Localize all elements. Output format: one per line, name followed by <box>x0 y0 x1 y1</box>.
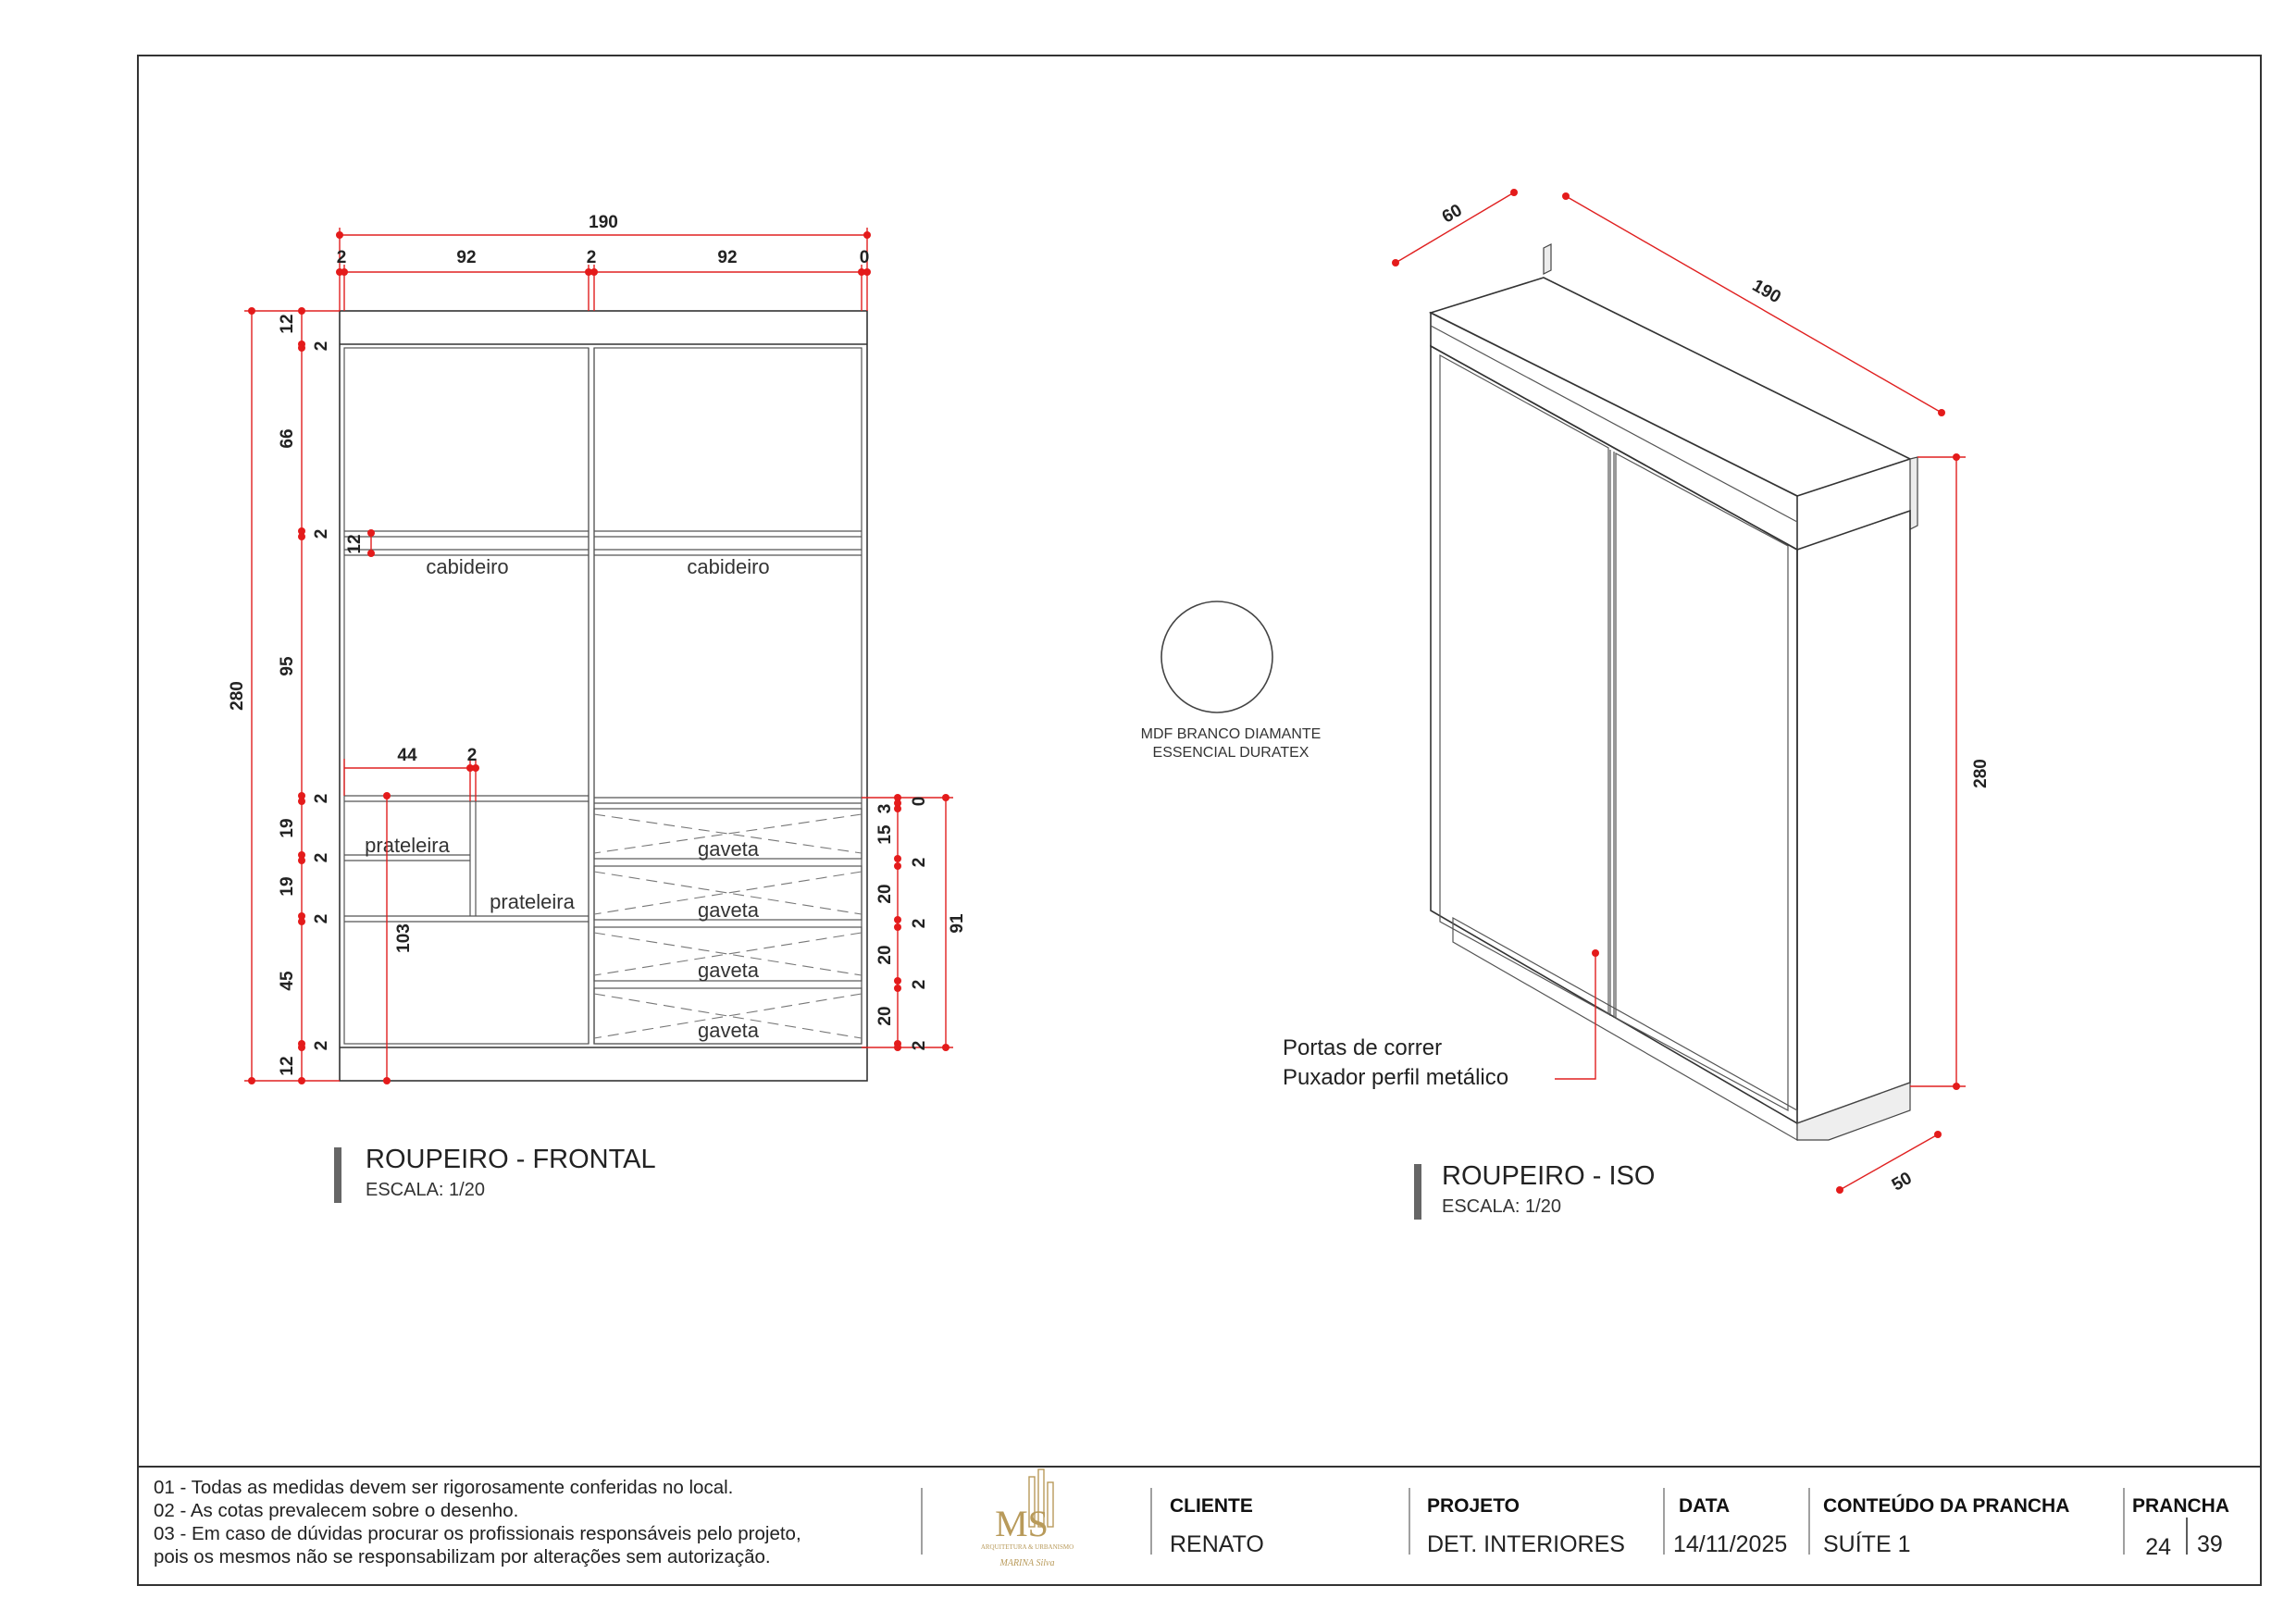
logo-mark: MS <box>995 1503 1049 1544</box>
frontal-dims-top <box>336 228 871 311</box>
dim-right-2: 3 <box>875 804 895 814</box>
data-label: DATA <box>1679 1495 1730 1517</box>
iso-title: ROUPEIRO - ISO <box>1442 1161 1655 1191</box>
frontal-scale: ESCALA: 1/20 <box>366 1180 485 1200</box>
dim-right-10: 2 <box>910 1041 929 1051</box>
dim-left-4: 2 <box>312 529 331 539</box>
data-value: 14/11/2025 <box>1673 1531 1787 1557</box>
dim-left-8: 2 <box>312 853 331 863</box>
frontal-dims-left <box>244 307 340 1084</box>
material-line-2: ESSENCIAL DURATEX <box>1153 745 1309 761</box>
dim-top-side-left: 2 <box>337 248 347 267</box>
dim-hanger: 12 <box>345 534 365 553</box>
prancha-total: 39 <box>2197 1531 2223 1557</box>
label-prateleira-left: prateleira <box>365 834 450 857</box>
iso-dim-height: 280 <box>1971 759 1991 788</box>
frontal-title-bar <box>334 1147 341 1203</box>
logo-signature: MARINA Silva <box>999 1558 1055 1568</box>
sheet-border <box>137 55 2262 1586</box>
label-gaveta-2: gaveta <box>698 898 760 922</box>
dim-top-left-bay: 92 <box>456 248 476 267</box>
dim-shelf-height: 103 <box>394 923 414 953</box>
footer-note-1: 01 - Todas as medidas devem ser rigorosa… <box>154 1477 733 1498</box>
dim-right-4: 2 <box>910 858 929 868</box>
iso-scale: ESCALA: 1/20 <box>1442 1196 1561 1217</box>
dim-shelf-gap: 2 <box>467 746 478 765</box>
frontal-title: ROUPEIRO - FRONTAL <box>366 1145 656 1174</box>
frontal-elevation <box>339 310 868 1082</box>
iso-title-bar <box>1414 1164 1421 1220</box>
cliente-value: RENATO <box>1170 1531 1264 1557</box>
label-gaveta-1: gaveta <box>698 837 760 861</box>
frontal-dims-right <box>862 794 953 1051</box>
dim-left-7: 19 <box>278 818 297 837</box>
iso-callout-handle: Puxador perfil metálico <box>1283 1065 1508 1090</box>
material-swatch <box>1160 601 1273 713</box>
title-block <box>138 1466 2261 1555</box>
iso-view <box>1428 243 1918 1142</box>
label-prateleira-mid: prateleira <box>490 890 575 913</box>
dim-top-divider: 2 <box>587 248 597 267</box>
dim-drawers-total: 91 <box>948 913 967 934</box>
footer-note-2: 02 - As cotas prevalecem sobre o desenho… <box>154 1500 518 1521</box>
dim-left-11: 45 <box>278 971 297 991</box>
prancha-label: PRANCHA <box>2132 1495 2229 1517</box>
cliente-label: CLIENTE <box>1170 1495 1253 1517</box>
footer-note-4: pois os mesmos não se responsabilizam po… <box>154 1546 771 1567</box>
projeto-label: PROJETO <box>1427 1495 1520 1517</box>
label-gaveta-4: gaveta <box>698 1019 760 1042</box>
dim-right-8: 2 <box>910 980 929 990</box>
company-logo: MS ARQUITETURA & URBANISMO MARINA Silva <box>981 1468 1074 1568</box>
iso-dim-width: 190 <box>1749 276 1784 307</box>
projeto-value: DET. INTERIORES <box>1427 1531 1625 1557</box>
dim-left-1: 12 <box>278 314 297 333</box>
conteudo-label: CONTEÚDO DA PRANCHA <box>1823 1494 2069 1517</box>
prancha-number: 24 <box>2145 1534 2171 1560</box>
label-cabideiro-right: cabideiro <box>687 555 769 578</box>
dim-total-width: 190 <box>589 213 618 232</box>
dim-left-13: 12 <box>278 1056 297 1075</box>
dim-left-5: 95 <box>278 656 297 676</box>
iso-dims <box>1392 189 1966 1194</box>
dim-left-9: 19 <box>278 876 297 896</box>
logo-tagline: ARQUITETURA & URBANISMO <box>981 1543 1074 1551</box>
dim-right-6: 2 <box>910 919 929 929</box>
dim-right-1: 0 <box>910 797 929 807</box>
material-line-1: MDF BRANCO DIAMANTE <box>1141 726 1322 742</box>
frontal-dims-internal <box>343 529 479 1084</box>
dim-left-12: 2 <box>312 1041 331 1051</box>
dim-left-3: 66 <box>278 428 297 448</box>
dim-right-7: 20 <box>875 945 895 964</box>
iso-callout-doors: Portas de correr <box>1283 1035 1442 1060</box>
dim-total-height: 280 <box>228 681 247 711</box>
dim-top-side-right: 0 <box>860 248 870 267</box>
dim-left-6: 2 <box>312 794 331 804</box>
footer-note-3: 03 - Em caso de dúvidas procurar os prof… <box>154 1523 801 1544</box>
label-gaveta-3: gaveta <box>698 959 760 982</box>
dim-shelf-width: 44 <box>397 746 417 765</box>
iso-dim-base: 50 <box>1889 1169 1916 1196</box>
conteudo-value: SUÍTE 1 <box>1823 1530 1910 1557</box>
dim-right-5: 20 <box>875 884 895 903</box>
dim-left-2: 2 <box>312 341 331 352</box>
dim-left-10: 2 <box>312 914 331 924</box>
dim-right-9: 20 <box>875 1006 895 1025</box>
label-cabideiro-left: cabideiro <box>426 555 508 578</box>
dim-top-right-bay: 92 <box>717 248 737 267</box>
dim-right-3: 15 <box>875 824 895 845</box>
